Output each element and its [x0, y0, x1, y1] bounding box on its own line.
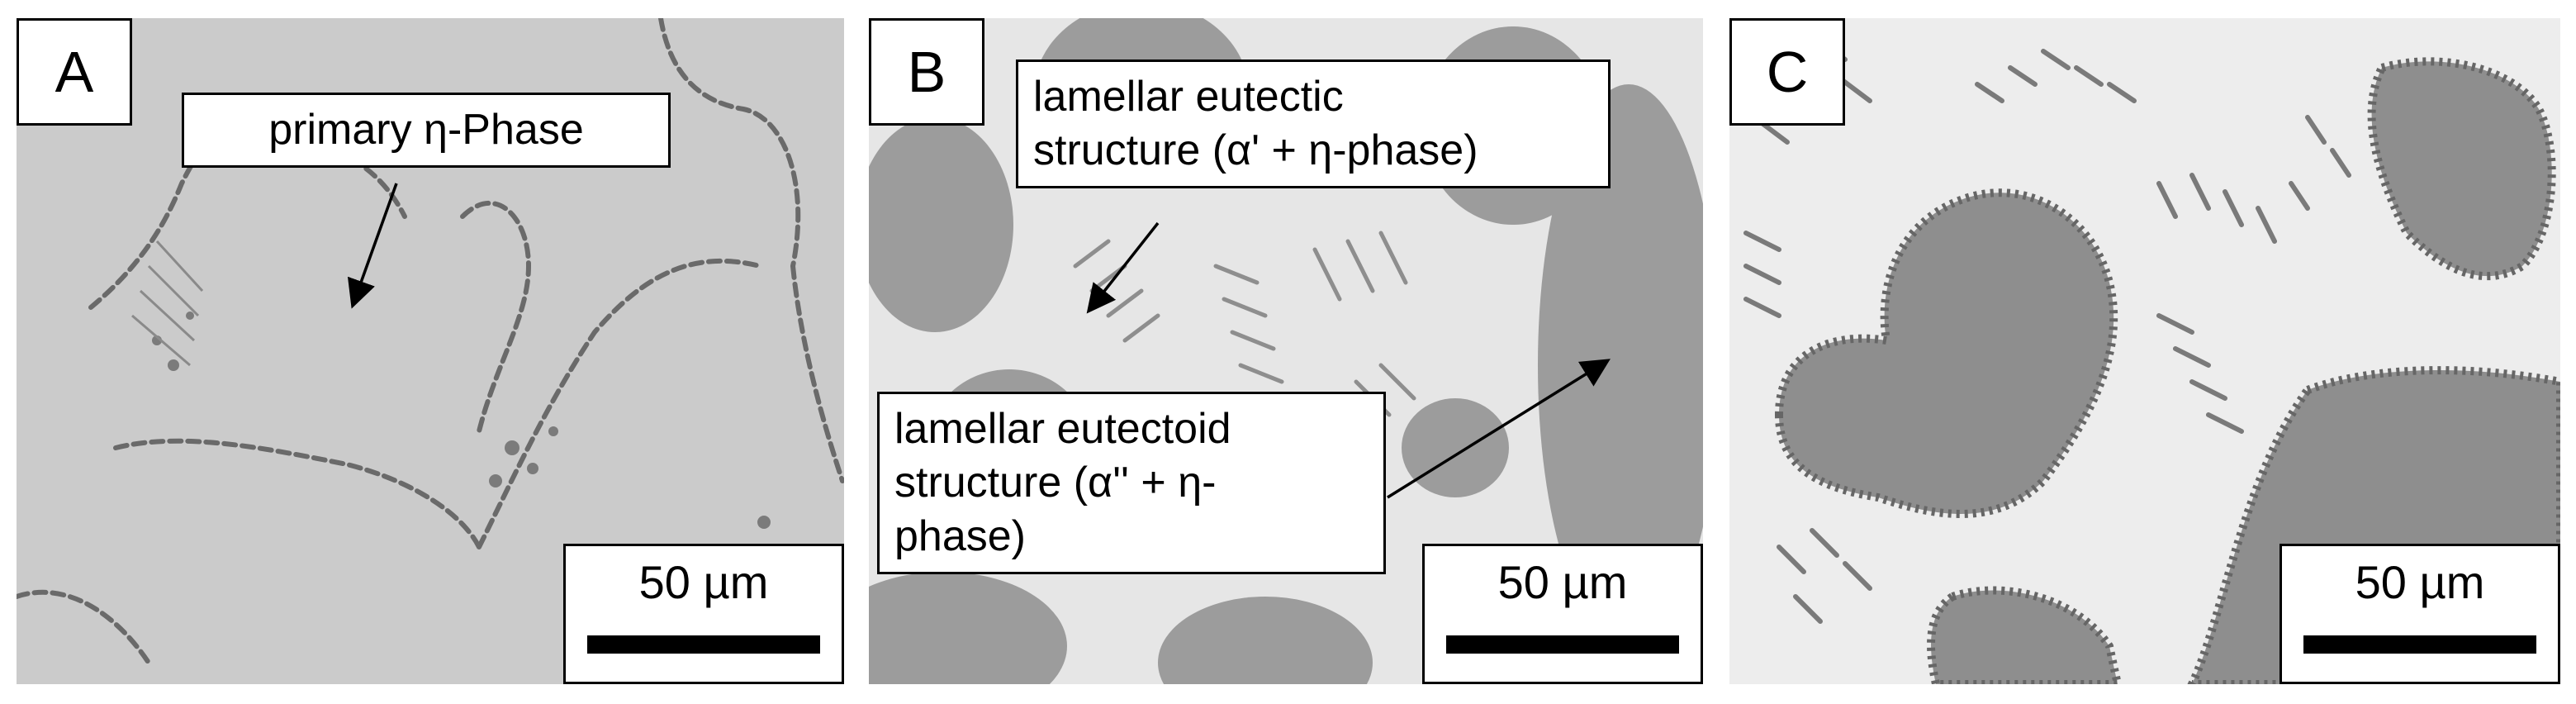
scale-bar-label: 50 µm [1497, 556, 1628, 608]
annotation-line: lamellar eutectic [1033, 73, 1344, 121]
panel-letter-text: B [907, 40, 946, 104]
panel-letter-text: C [1766, 40, 1809, 104]
annotation-primary-eta-phase: primary η-Phase [182, 93, 671, 168]
panel-label-b: B [869, 18, 984, 126]
micrograph-panel-c: C 50 µm [1729, 18, 2560, 684]
annotation-text: primary η-Phase [268, 106, 584, 154]
annotation-line: structure (α' + η-phase) [1033, 126, 1478, 174]
panel-letter-text: A [55, 40, 94, 104]
scale-bar [587, 635, 820, 654]
annotation-eutectic-structure: lamellar eutectic structure (α' + η-phas… [1016, 59, 1611, 188]
scale-bar-label: 50 µm [2355, 556, 2485, 608]
annotation-line: structure (α'' + η- [894, 459, 1217, 507]
scale-bar-box-b: 50 µm [1422, 544, 1703, 684]
scale-bar-label: 50 µm [638, 556, 769, 608]
scale-bar-box-c: 50 µm [2279, 544, 2560, 684]
annotation-line: phase) [894, 512, 1026, 560]
scale-bar [2303, 635, 2536, 654]
panel-label-c: C [1729, 18, 1845, 126]
micrograph-panel-b: B lamellar eutectic structure (α' + η-ph… [869, 18, 1703, 684]
annotation-line: lamellar eutectoid [894, 405, 1231, 453]
micrograph-panel-a: A primary η-Phase 50 µm [17, 18, 844, 684]
annotation-eutectoid-structure: lamellar eutectoid structure (α'' + η- p… [877, 392, 1386, 574]
scale-bar-box-a: 50 µm [563, 544, 844, 684]
scale-bar [1446, 635, 1679, 654]
panel-label-a: A [17, 18, 132, 126]
